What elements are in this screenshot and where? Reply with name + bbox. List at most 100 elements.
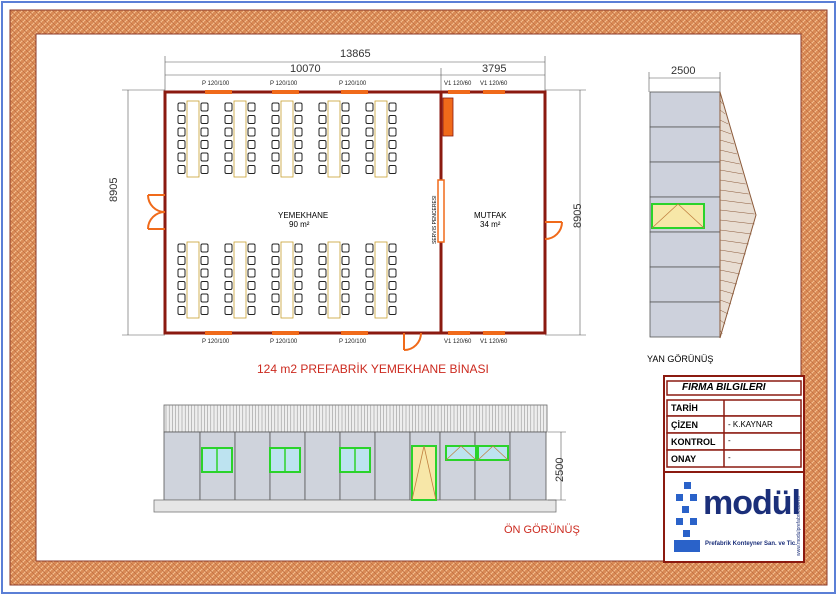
dim-total-length: 13865: [340, 48, 371, 60]
chair: [177, 306, 186, 315]
chair: [365, 243, 374, 253]
chair: [294, 115, 303, 124]
chair: [341, 140, 350, 149]
front-panel: [474, 431, 511, 501]
logo-tagline: Prefabrik Konteyner San. ve Tic.: [705, 541, 797, 547]
roof-hatch-line: [719, 269, 740, 275]
chair: [294, 268, 303, 278]
roof-hatch-line: [719, 169, 743, 175]
chair: [388, 165, 397, 174]
chair: [294, 256, 303, 265]
chair: [224, 268, 233, 278]
front-dimensions: [548, 431, 566, 501]
title-block-drawn-label: ÇİZEN: [671, 420, 698, 430]
dining-furniture: [177, 100, 397, 319]
dim-dining-length: 10070: [290, 63, 321, 75]
chair: [177, 293, 186, 303]
roof-hatch-line: [719, 259, 743, 265]
chair: [318, 127, 327, 137]
chair: [388, 293, 397, 303]
chair: [388, 306, 397, 315]
chair: [224, 115, 233, 124]
kitchen-window-label-bottom-1: V1 120/60: [444, 339, 472, 345]
kitchen-window-label-top-2: V1 120/60: [480, 81, 508, 87]
chair: [177, 127, 186, 137]
chair: [365, 281, 374, 290]
dining-table: [280, 100, 294, 178]
chair: [318, 165, 327, 174]
chair: [318, 306, 327, 315]
chair: [271, 102, 280, 112]
chair: [294, 243, 303, 253]
dining-table: [327, 241, 341, 319]
chair: [294, 281, 303, 290]
front-door-leaf: [411, 445, 437, 501]
chair: [388, 152, 397, 162]
roof-hatch-line: [719, 109, 726, 115]
chair: [247, 243, 256, 253]
window-label-top-2: P 120/100: [270, 81, 298, 87]
chair: [177, 140, 186, 149]
chair: [247, 268, 256, 278]
side-view-label: YAN GÖRÜNÜŞ: [647, 354, 714, 364]
chair: [224, 281, 233, 290]
chair: [200, 127, 209, 137]
roof-hatch-line: [719, 119, 729, 125]
dining-room-name: YEMEKHANE: [278, 211, 329, 220]
chair: [294, 140, 303, 149]
roof-hatch-line: [719, 219, 755, 225]
roof-hatch-line: [719, 299, 732, 305]
chair: [177, 115, 186, 124]
roof-hatch-line: [719, 239, 749, 245]
chair: [224, 152, 233, 162]
chair: [388, 268, 397, 278]
roof-hatch-line: [719, 329, 723, 335]
dining-table: [186, 100, 200, 178]
roof-hatch-line: [719, 289, 735, 295]
chair: [341, 102, 350, 112]
dining-table: [327, 100, 341, 178]
chair: [247, 256, 256, 265]
chair: [271, 243, 280, 253]
dining-table: [233, 100, 247, 178]
title-block-approve-label: ONAY: [671, 454, 697, 464]
side-window-sash: [651, 203, 705, 229]
kitchen-area: 34 m²: [480, 220, 501, 229]
front-panel: [374, 431, 411, 501]
chair: [341, 127, 350, 137]
title-block-approve-value: -: [728, 453, 731, 462]
chair: [341, 306, 350, 315]
door-marks: [147, 194, 563, 351]
chair: [177, 165, 186, 174]
dining-table: [374, 100, 388, 178]
chair: [294, 306, 303, 315]
chair: [177, 152, 186, 162]
front-panel: [439, 431, 476, 501]
front-panel: [163, 431, 201, 501]
chair: [318, 115, 327, 124]
chair: [247, 152, 256, 162]
chair: [365, 102, 374, 112]
chair: [341, 165, 350, 174]
chair: [247, 281, 256, 290]
chair: [294, 293, 303, 303]
roof-hatch-line: [719, 179, 746, 185]
chair: [318, 281, 327, 290]
chair: [365, 165, 374, 174]
chair: [271, 152, 280, 162]
window-label-bottom-2: P 120/100: [270, 339, 298, 345]
title-block-check-label: KONTROL: [671, 437, 716, 447]
roof-hatching: [719, 99, 755, 335]
service-window: [437, 179, 445, 243]
chair: [200, 152, 209, 162]
roof-hatch-line: [719, 209, 755, 215]
chair: [247, 127, 256, 137]
chair: [200, 256, 209, 265]
window-label-top-1: P 120/100: [202, 81, 230, 87]
chair: [318, 268, 327, 278]
chair: [294, 165, 303, 174]
side-roof: [719, 91, 757, 339]
